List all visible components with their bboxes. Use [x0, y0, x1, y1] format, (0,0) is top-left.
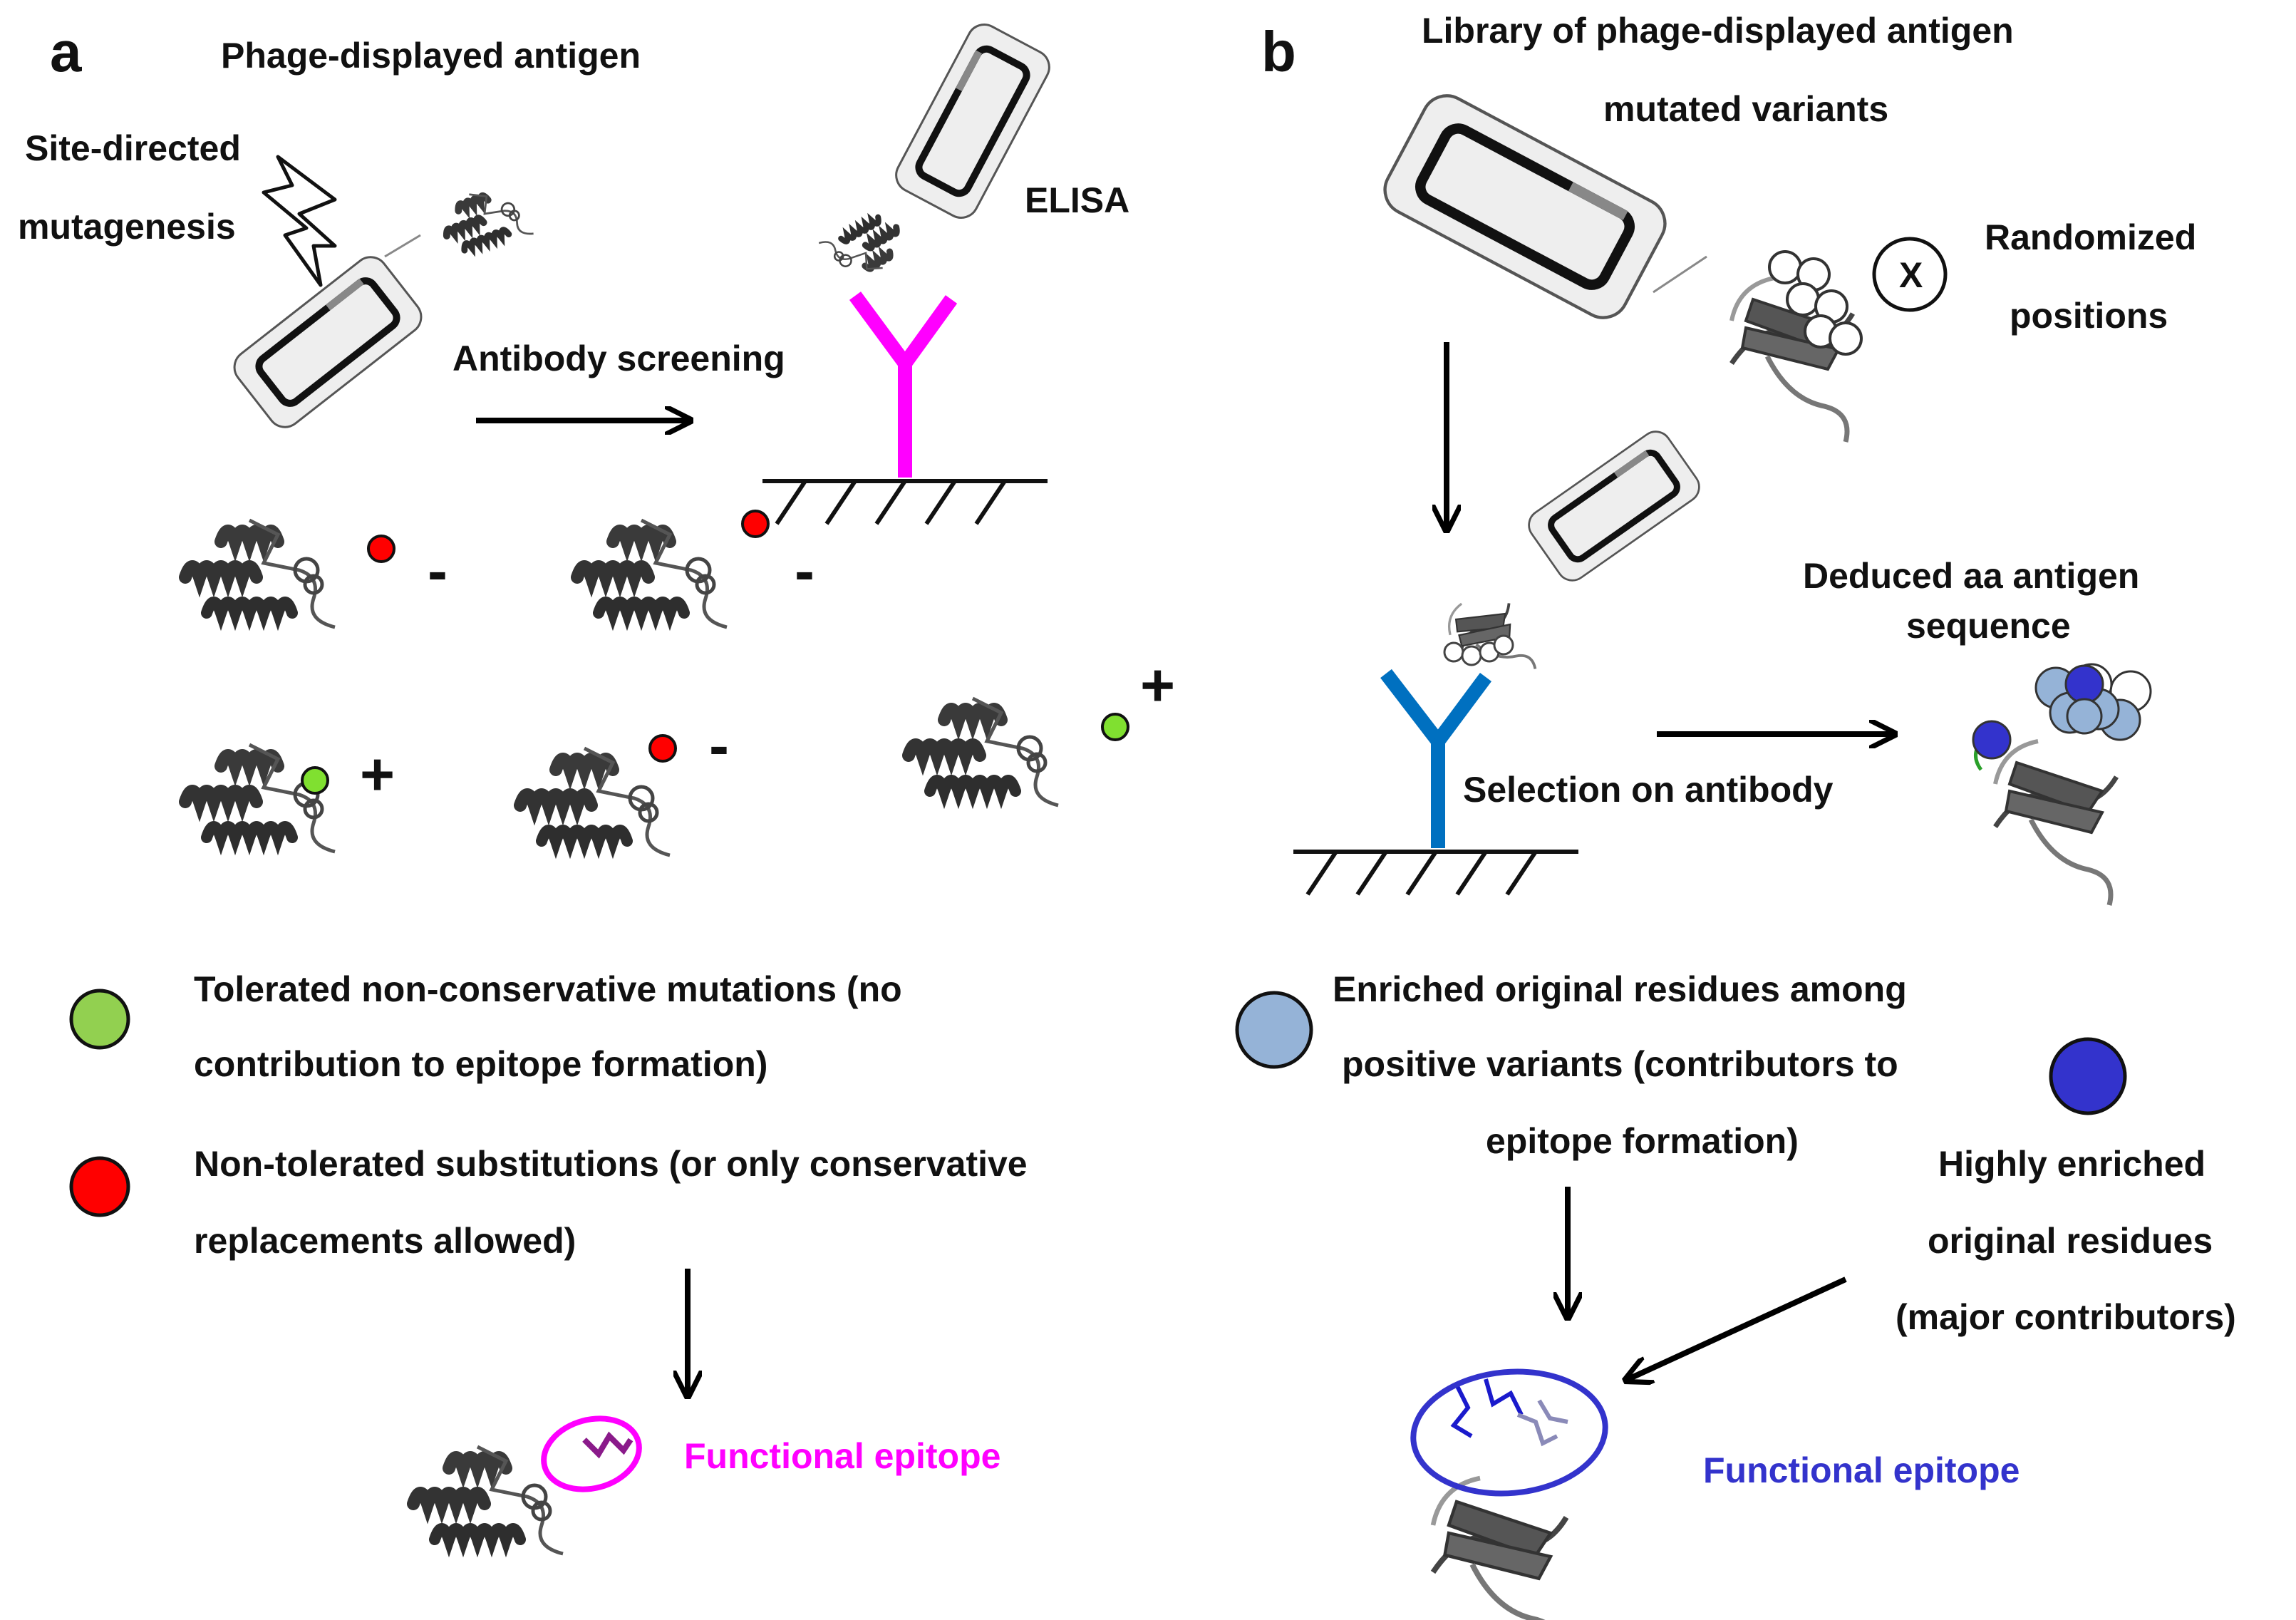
- antibody-magenta: [849, 292, 958, 478]
- legend-green-dot: [69, 989, 130, 1050]
- panel-b-title-line2: mutated variants: [1603, 89, 1888, 129]
- panel-b-title-line1: Library of phage-displayed antigen: [1422, 11, 2014, 51]
- deduced-label-line1: Deduced aa antigen: [1803, 556, 2139, 596]
- mutant-sign-4: -: [709, 712, 729, 779]
- antibody-screening-label: Antibody screening: [453, 339, 785, 378]
- epitope-protein-a: [413, 1431, 634, 1554]
- legend-darkblue-dot: [2049, 1037, 2127, 1115]
- legend-enriched-line2: positive variants (contributors to: [1342, 1044, 1898, 1084]
- mutant-protein-3: [185, 745, 335, 852]
- legend-highly-line1: Highly enriched: [1938, 1144, 2205, 1184]
- elisa-label: ELISA: [1025, 180, 1129, 220]
- functional-epitope-b: Functional epitope: [1703, 1450, 2020, 1490]
- deduced-label-line2: sequence: [1906, 606, 2071, 646]
- legend-highly-line3: (major contributors): [1896, 1297, 2236, 1337]
- legend-lightblue-dot: [1235, 991, 1313, 1069]
- legend-red-line1: Non-tolerated substitutions (or only con…: [194, 1144, 1028, 1184]
- randomized-label-line1: Randomized: [1985, 217, 2196, 257]
- randomized-symbol: X: [1899, 255, 1923, 295]
- antibody-blue: [1380, 669, 1492, 848]
- mutant-sign-5: +: [1140, 651, 1175, 718]
- epitope-ellipse-a: [541, 1415, 642, 1492]
- selected-antigen-circles: [1443, 634, 1514, 666]
- selected-antigen: [1439, 584, 1541, 697]
- legend-enriched-line1: Enriched original residues among: [1333, 969, 1907, 1009]
- surface-a: [762, 481, 1048, 524]
- legend-enriched-line3: epitope formation): [1486, 1121, 1799, 1161]
- epitope-side-chains-b: [1450, 1378, 1568, 1447]
- randomized-positions-cluster: [1768, 250, 1863, 356]
- functional-epitope-a: Functional epitope: [684, 1436, 1000, 1476]
- legend-red-line2: replacements allowed): [194, 1221, 576, 1261]
- mutagenesis-label-line2: mutagenesis: [18, 207, 236, 247]
- epitope-ellipse-b: [1410, 1368, 1608, 1497]
- mutant-protein-5: [909, 698, 1129, 805]
- randomized-label-line2: positions: [2010, 296, 2168, 336]
- surface-b: [1293, 852, 1578, 894]
- lightning-icon: [262, 155, 337, 287]
- legend-green-line2: contribution to epitope formation): [194, 1044, 767, 1084]
- legend-green-line1: Tolerated non-conservative mutations (no: [194, 969, 902, 1009]
- deduced-residue-spheres: [1972, 663, 2152, 760]
- contributors-arrow: [1628, 1276, 1847, 1379]
- mutant-protein-1: [185, 520, 395, 627]
- panel-a: a Phage-displayed antigen Site-directed …: [18, 19, 1175, 1554]
- bound-antigen-elisa: [819, 206, 910, 289]
- randomized-symbol-circle: [1872, 237, 1948, 312]
- legend-red-dot: [69, 1156, 130, 1217]
- mutant-sign-2: -: [795, 537, 815, 604]
- panel-b-letter: b: [1261, 20, 1296, 83]
- mutagenesis-label-line1: Site-directed: [25, 128, 241, 168]
- mutant-protein-4: [520, 734, 677, 855]
- mutant-protein-2: [577, 510, 770, 627]
- displayed-antigen-a: [436, 178, 534, 262]
- mutant-sign-1: -: [428, 537, 448, 604]
- phage-particle-a: [227, 250, 428, 434]
- legend-highly-line2: original residues: [1928, 1221, 2213, 1261]
- mutant-sign-3: +: [360, 741, 395, 808]
- selection-label: Selection on antibody: [1463, 770, 1834, 810]
- panel-a-title: Phage-displayed antigen: [221, 36, 641, 76]
- panel-b: b Library of phage-displayed antigen mut…: [1235, 11, 2236, 1620]
- epitope-protein-b: [1433, 1478, 1566, 1620]
- panel-a-letter: a: [50, 20, 82, 83]
- phage-particle-selected: [1523, 425, 1705, 587]
- deduced-antigen: [1974, 741, 2117, 905]
